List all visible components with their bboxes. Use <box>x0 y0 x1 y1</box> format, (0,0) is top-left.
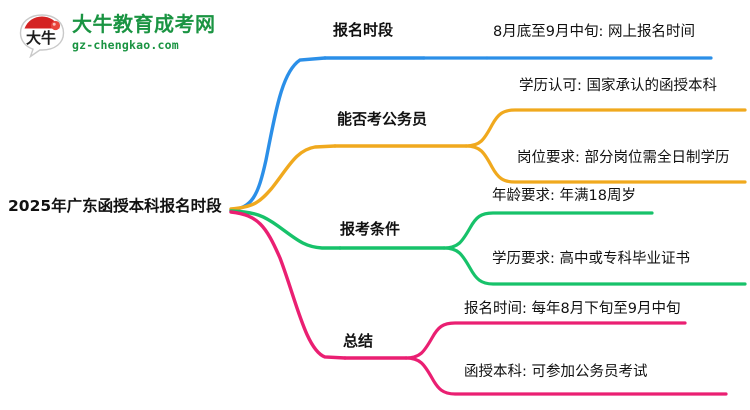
logo-mark-icon: 大牛 <box>19 14 65 58</box>
root-node-label: 2025年广东函授本科报名时段 <box>8 197 222 215</box>
connector-branch-4 <box>229 210 728 396</box>
branch-label-3: 报考条件 <box>340 220 401 238</box>
leaf-label-4-1: 报名时间: 每年8月下旬至9月中旬 <box>464 301 681 317</box>
branch-label-2: 能否考公务员 <box>337 110 428 128</box>
leaf-label-1-1: 8月底至9月中旬: 网上报名时间 <box>493 24 695 40</box>
svg-text:大牛: 大牛 <box>26 29 56 47</box>
connector-branch-2 <box>229 108 747 211</box>
logo-name-cn: 大牛教育成考网 <box>72 12 216 36</box>
leaf-label-3-2: 学历要求: 高中或专科毕业证书 <box>492 251 690 267</box>
leaf-label-2-2: 岗位要求: 部分岗位需全日制学历 <box>517 150 730 166</box>
branch-label-1: 报名时段 <box>333 21 394 39</box>
leaf-label-4-2: 函授本科: 可参加公务员考试 <box>464 364 648 380</box>
site-logo: 大牛 大牛教育成考网 gz-chengkao.com <box>18 10 248 62</box>
branch-label-4: 总结 <box>343 332 374 350</box>
logo-name-en: gz-chengkao.com <box>72 38 179 52</box>
leaf-label-2-1: 学历认可: 国家承认的函授本科 <box>519 78 717 94</box>
connector-branch-3 <box>229 209 747 286</box>
connector-branch-1 <box>229 56 713 212</box>
leaf-label-3-1: 年龄要求: 年满18周岁 <box>492 188 636 204</box>
